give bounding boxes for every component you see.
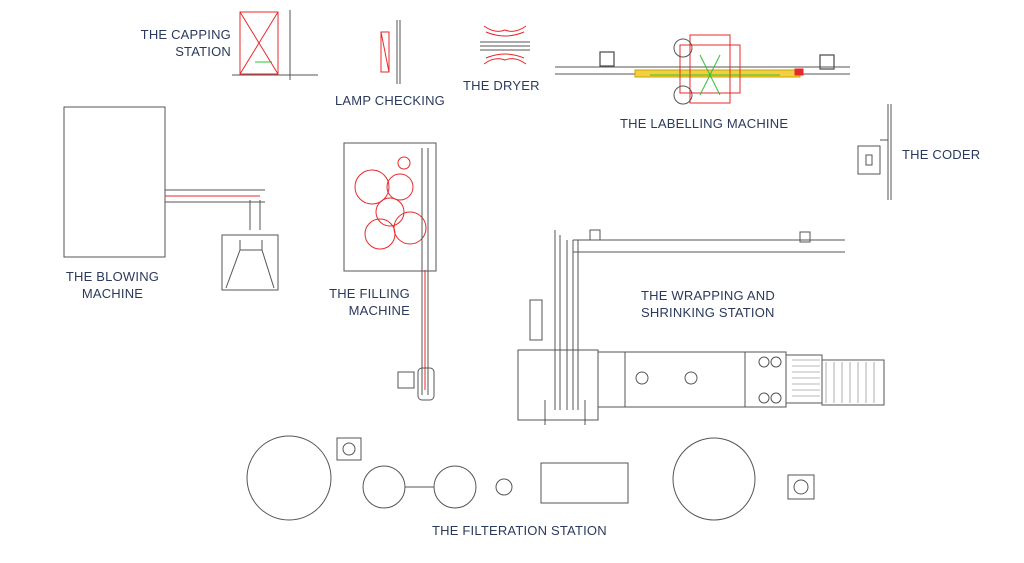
labelling-machine-drawing [555, 34, 850, 105]
filtration-station-drawing [246, 435, 815, 521]
label-lamp-checking: LAMP CHECKING [335, 93, 445, 108]
label-filling-line1: THE FILLING [329, 286, 410, 301]
label-filtration-station: THE FILTERATION STATION [432, 523, 607, 538]
label-labelling-machine: THE LABELLING MACHINE [620, 116, 789, 131]
label-dryer: THE DRYER [463, 78, 540, 93]
label-filling-machine: THE FILLING MACHINE [300, 285, 410, 319]
blowing-machine-drawing [63, 106, 279, 291]
label-wrapping-line2: SHRINKING STATION [641, 305, 775, 320]
label-blowing-line2: MACHINE [81, 286, 144, 301]
label-blowing-machine: THE BLOWING MACHINE [50, 268, 175, 302]
label-capping-line1: THE CAPPING [140, 27, 231, 42]
capping-station-drawing [232, 10, 318, 80]
label-blowing-line1: THE BLOWING [65, 269, 160, 284]
label-capping-station: THE CAPPING STATION [120, 26, 231, 60]
lamp-checking-drawing [380, 20, 401, 84]
label-wrapping-station: THE WRAPPING AND SHRINKING STATION [641, 287, 775, 321]
wrapping-grid [792, 359, 875, 403]
label-wrapping-line1: THE WRAPPING AND [641, 288, 775, 303]
dryer-drawing [480, 25, 530, 65]
label-capping-line2: STATION [175, 44, 231, 59]
label-coder: THE CODER [902, 147, 981, 162]
coder-drawing [857, 104, 892, 200]
filling-machine-drawing [343, 142, 437, 401]
label-filling-line2: MACHINE [348, 303, 410, 318]
wrapping-station-drawing [517, 229, 885, 425]
